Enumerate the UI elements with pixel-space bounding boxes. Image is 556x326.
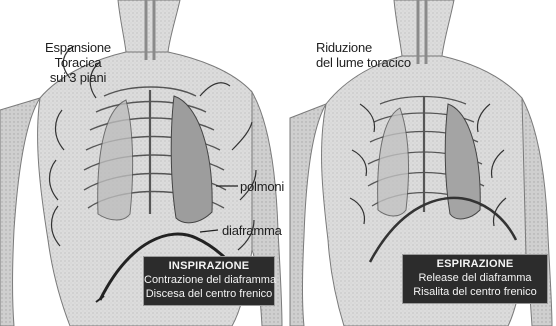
- expiration-line2: Risalita del centro frenico: [403, 285, 547, 299]
- expansion-label-line2: Toracica: [30, 55, 126, 70]
- inspiration-line1: Contrazione del diaframma: [144, 273, 274, 287]
- diaphragm-label: diaframma: [222, 223, 282, 238]
- expansion-label-line3: sui 3 piani: [30, 70, 126, 85]
- lungs-label: polmoni: [240, 179, 284, 194]
- expiration-box: ESPIRAZIONE Release del diaframma Risali…: [402, 254, 548, 304]
- reduction-label: Riduzione del lume toracico: [316, 40, 411, 70]
- reduction-label-line2: del lume toracico: [316, 55, 411, 70]
- expiration-title: ESPIRAZIONE: [403, 257, 547, 271]
- expansion-label: Espansione Toracica sui 3 piani: [30, 40, 126, 85]
- expiration-line1: Release del diaframma: [403, 271, 547, 285]
- inspiration-line2: Discesa del centro frenico: [144, 287, 274, 301]
- inspiration-box: INSPIRAZIONE Contrazione del diaframma D…: [143, 256, 275, 306]
- inspiration-title: INSPIRAZIONE: [144, 259, 274, 273]
- expansion-label-line1: Espansione: [30, 40, 126, 55]
- reduction-label-line1: Riduzione: [316, 40, 411, 55]
